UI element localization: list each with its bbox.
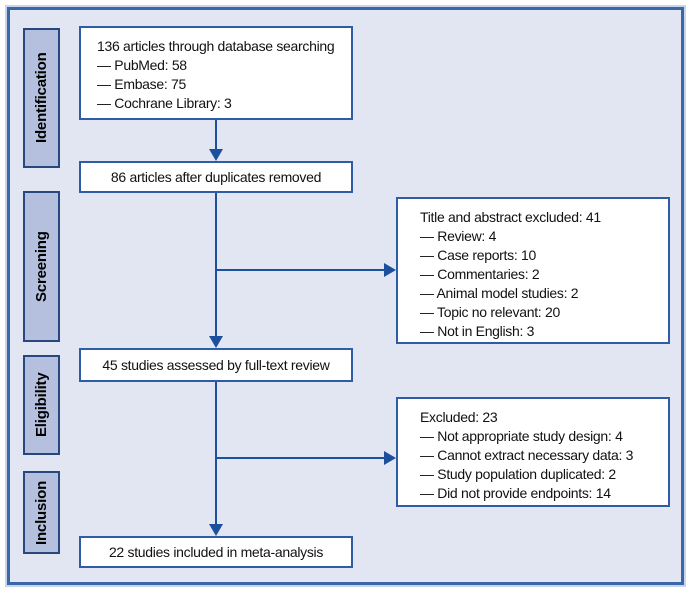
arrowhead-right-icon [384,451,396,465]
box-title-abstract-excluded-title: Title and abstract excluded: 41 [420,209,601,225]
box-title-abstract-excluded-item: — Not in English: 3 [420,323,535,339]
box-fulltext-excluded: Excluded: 23 — Not appropriate study des… [396,397,670,507]
connector-branch-abstract-excluded [216,269,384,271]
connector-dedup-to-fulltext [215,193,217,337]
box-title-abstract-excluded-item: — Case reports: 10 [420,247,536,263]
box-fulltext-excluded-item: — Cannot extract necessary data: 3 [420,447,634,463]
box-fulltext-excluded-item: — Study population duplicated: 2 [420,466,616,482]
arrowhead-down-icon [209,336,223,348]
box-title-abstract-excluded-item: — Topic no relevant: 20 [420,304,560,320]
connector-fulltext-to-included [215,382,217,525]
stage-label-inclusion: Inclusion [23,471,60,554]
box-included-meta-analysis: 22 studies included in meta-analysis [79,536,353,568]
box-database-search-item: — Cochrane Library: 3 [97,95,232,111]
stage-label-screening: Screening [23,191,60,342]
arrowhead-right-icon [384,263,396,277]
stage-label-identification: Identification [23,28,60,168]
box-title-abstract-excluded: Title and abstract excluded: 41 — Review… [396,197,670,344]
arrowhead-down-icon [209,149,223,161]
box-fulltext-review: 45 studies assessed by full-text review [79,348,353,382]
box-title-abstract-excluded-item: — Animal model studies: 2 [420,285,579,301]
connector-search-to-dedup [215,120,217,150]
connector-branch-fulltext-excluded [216,457,384,459]
box-fulltext-excluded-item: — Not appropriate study design: 4 [420,428,623,444]
box-fulltext-excluded-title: Excluded: 23 [420,409,498,425]
box-database-search-item: — PubMed: 58 [97,57,187,73]
box-fulltext-excluded-item: — Did not provide endpoints: 14 [420,485,611,501]
box-duplicates-removed: 86 articles after duplicates removed [79,161,353,193]
arrowhead-down-icon [209,524,223,536]
box-database-search-title: 136 articles through database searching [97,38,335,54]
box-title-abstract-excluded-item: — Commentaries: 2 [420,266,540,282]
box-database-search: 136 articles through database searching … [79,26,353,120]
box-title-abstract-excluded-item: — Review: 4 [420,228,497,244]
box-database-search-item: — Embase: 75 [97,76,186,92]
stage-label-eligibility: Eligibility [23,355,60,455]
